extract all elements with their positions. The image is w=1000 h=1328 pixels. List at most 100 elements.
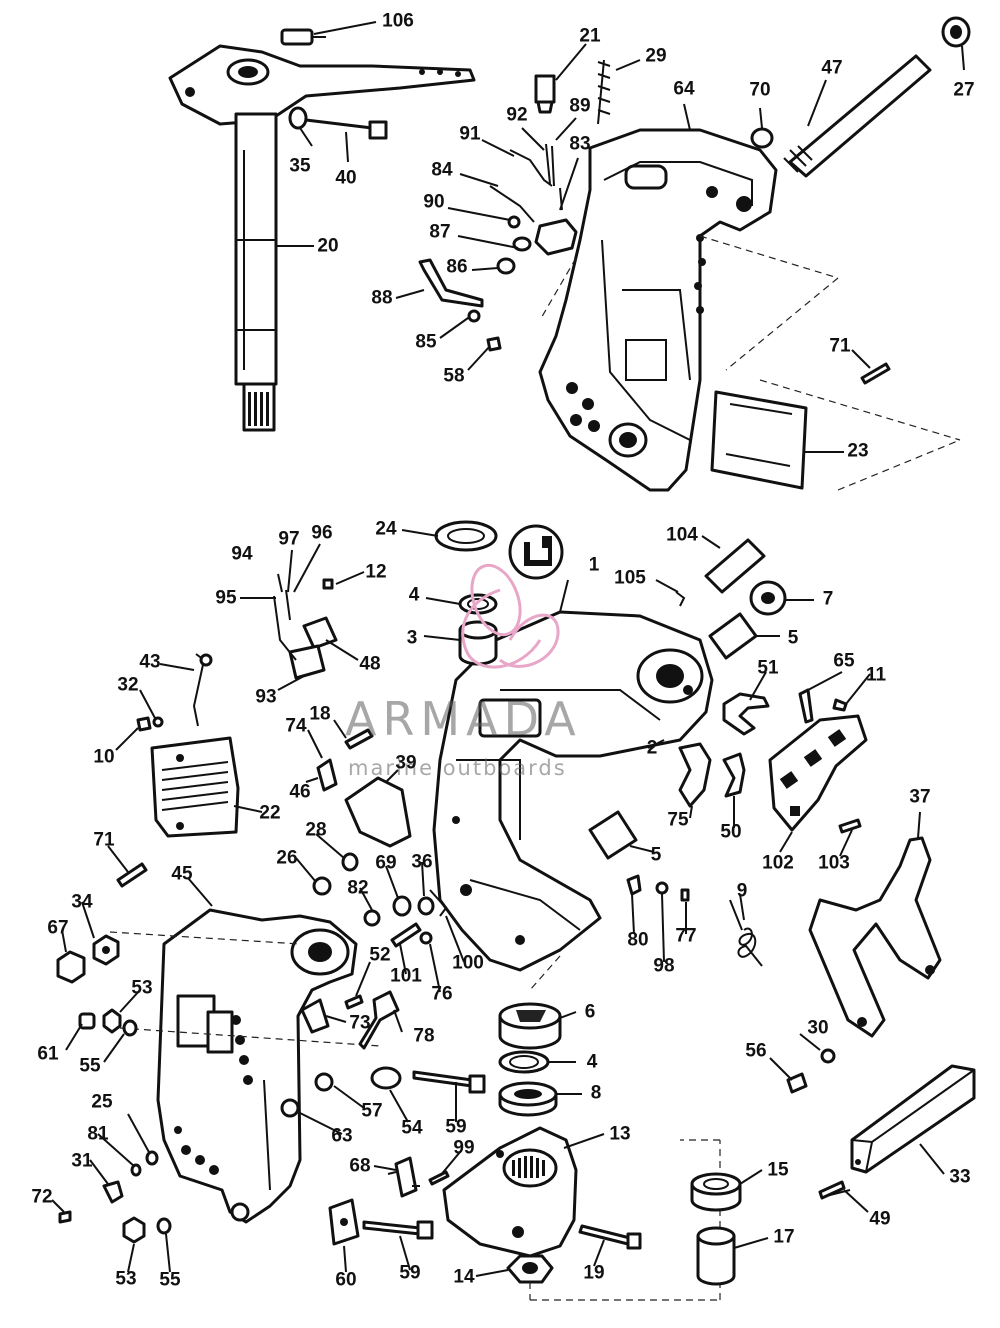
callout-54: 54 [401, 1117, 423, 1139]
nut-14 [506, 1139, 721, 1301]
callout-103: 103 [818, 852, 850, 874]
callout-93: 93 [255, 686, 277, 708]
callout-90: 90 [423, 191, 445, 213]
callout-33: 33 [949, 1166, 971, 1188]
callout-98: 98 [653, 955, 675, 977]
callout-61: 61 [37, 1043, 59, 1065]
callout-15: 15 [767, 1159, 789, 1181]
callout-106: 106 [382, 10, 414, 32]
callout-5-bottom: 5 [650, 844, 662, 866]
callout-6: 6 [584, 1001, 596, 1023]
callout-25: 25 [91, 1091, 113, 1113]
stern-bracket-45 [109, 908, 381, 1224]
callout-60: 60 [335, 1269, 357, 1291]
tilt-tube-47 [750, 16, 971, 178]
callout-59-bottom: 59 [399, 1262, 421, 1284]
callout-19: 19 [583, 1262, 605, 1284]
callout-80: 80 [627, 929, 649, 951]
callout-18: 18 [309, 703, 331, 725]
bracket-64 [538, 128, 839, 492]
callout-88: 88 [371, 287, 393, 309]
callout-47: 47 [821, 57, 843, 79]
callout-43: 43 [139, 651, 161, 673]
callout-55-top: 55 [79, 1055, 101, 1077]
callout-27: 27 [953, 79, 975, 101]
callout-30: 30 [807, 1017, 829, 1039]
callout-36: 36 [411, 851, 433, 873]
mounts-15-17 [690, 1172, 742, 1286]
callout-24: 24 [375, 518, 397, 540]
callout-55-bottom: 55 [159, 1269, 181, 1291]
callout-58: 58 [443, 365, 465, 387]
swivel-bracket-1 [432, 610, 714, 991]
callout-21: 21 [579, 25, 601, 47]
cover-22 [136, 716, 240, 838]
callout-7: 7 [822, 588, 834, 610]
callout-96: 96 [311, 522, 333, 544]
bracket-hardware [116, 852, 448, 1118]
callout-40: 40 [335, 167, 357, 189]
callout-81: 81 [87, 1123, 109, 1145]
callout-5-top: 5 [787, 627, 799, 649]
callout-45: 45 [171, 863, 193, 885]
callout-95: 95 [215, 587, 237, 609]
tilt-lock-parts [678, 688, 868, 834]
leader-lines [51, 21, 965, 1277]
washer-24 [434, 520, 498, 552]
callout-92: 92 [506, 104, 528, 126]
callout-51: 51 [757, 657, 779, 679]
callout-10: 10 [93, 746, 115, 768]
callout-64: 64 [673, 78, 695, 100]
callout-48: 48 [359, 653, 381, 675]
callout-52: 52 [369, 944, 391, 966]
callout-4-bottom: 4 [586, 1051, 598, 1073]
callout-68: 68 [349, 1155, 371, 1177]
mount-housing-13 [442, 1126, 578, 1258]
sensor-parts [192, 578, 412, 848]
callout-9: 9 [736, 880, 748, 902]
callout-87: 87 [429, 221, 451, 243]
callout-100: 100 [452, 952, 484, 974]
callout-2: 2 [646, 737, 658, 759]
callout-84: 84 [431, 159, 453, 181]
callout-65: 65 [833, 650, 855, 672]
callout-29: 29 [645, 45, 667, 67]
callout-22: 22 [259, 802, 281, 824]
screw-71-top [860, 362, 891, 385]
callout-13: 13 [609, 1123, 631, 1145]
callout-91: 91 [459, 123, 481, 145]
spring-9 [626, 874, 763, 967]
bolts-59 [362, 1070, 642, 1250]
callout-35: 35 [289, 155, 311, 177]
callout-94: 94 [231, 543, 253, 565]
callout-57: 57 [361, 1100, 383, 1122]
pins-bushings [588, 538, 787, 860]
callout-97: 97 [278, 528, 300, 550]
callout-20: 20 [317, 235, 339, 257]
callout-77: 77 [675, 925, 697, 947]
callout-71-top: 71 [829, 335, 851, 357]
callout-70: 70 [749, 79, 771, 101]
steering-arm-assembly [168, 28, 476, 432]
callout-104: 104 [666, 524, 698, 546]
callout-89: 89 [569, 95, 591, 117]
callout-63: 63 [331, 1125, 353, 1147]
callout-83: 83 [569, 133, 591, 155]
callout-85: 85 [415, 331, 437, 353]
callout-4-top: 4 [408, 584, 420, 606]
lever-37 [808, 836, 942, 1038]
callout-78: 78 [413, 1025, 435, 1047]
callout-71-bottom: 71 [93, 829, 115, 851]
clips-68-60 [328, 1156, 450, 1246]
callout-46: 46 [289, 781, 311, 803]
callout-1: 1 [588, 554, 600, 576]
callout-50: 50 [720, 821, 742, 843]
bearings [498, 1002, 562, 1117]
callout-3: 3 [406, 627, 418, 649]
armada-logo [461, 524, 564, 669]
callout-14: 14 [453, 1266, 475, 1288]
callout-12: 12 [365, 561, 387, 583]
callout-49: 49 [869, 1208, 891, 1230]
